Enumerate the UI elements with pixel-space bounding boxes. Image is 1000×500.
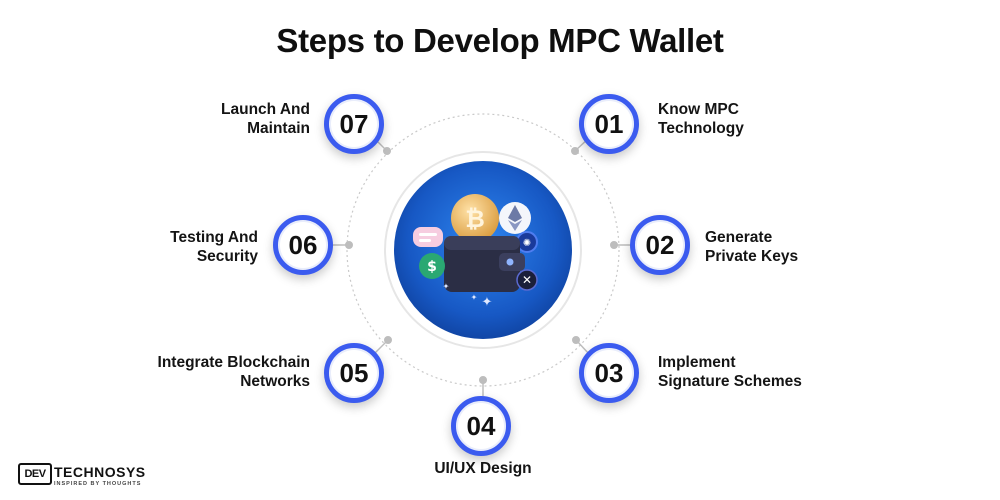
- step-01-label: Know MPC Technology: [658, 100, 838, 138]
- svg-text:✕: ✕: [522, 273, 532, 287]
- step-02-label-line1: Generate: [705, 229, 773, 246]
- step-03-label-line1: Implement: [658, 354, 736, 371]
- page-title: Steps to Develop MPC Wallet: [276, 22, 724, 59]
- wallet-illustration-icon: ₿ ✺ $ ✕ ✦ ✦ ✦: [384, 151, 582, 349]
- step-06-label-line1: Testing And: [170, 229, 258, 246]
- logo-mark: DEV: [18, 463, 52, 485]
- step-07-badge: 07: [324, 94, 384, 154]
- step-02-label-line2: Private Keys: [705, 248, 799, 265]
- svg-text:✦: ✦: [482, 295, 493, 310]
- step-07-label: Launch And Maintain: [130, 100, 310, 138]
- step-01-badge: 01: [579, 94, 639, 154]
- step-03-label: Implement Signature Schemes: [658, 353, 838, 391]
- step-04-badge: 04: [451, 396, 511, 456]
- step-02-badge: 02: [630, 215, 690, 275]
- step-05-label-line2: Networks: [240, 373, 310, 390]
- step-01-label-line2: Technology: [658, 120, 744, 137]
- step-05-label-line1: Integrate Blockchain: [157, 354, 310, 371]
- svg-text:$: $: [427, 259, 437, 275]
- step-06-label: Testing And Security: [78, 228, 258, 266]
- svg-text:✦: ✦: [443, 282, 450, 291]
- step-03-badge: 03: [579, 343, 639, 403]
- step-05-badge: 05: [324, 343, 384, 403]
- step-06-label-line2: Security: [196, 248, 258, 265]
- svg-text:✺: ✺: [523, 238, 531, 249]
- svg-text:✦: ✦: [471, 293, 478, 302]
- step-02-label: Generate Private Keys: [705, 228, 885, 266]
- svg-text:₿: ₿: [465, 205, 485, 233]
- step-07-label-line1: Launch And: [221, 101, 310, 118]
- step-03-label-line2: Signature Schemes: [658, 373, 802, 390]
- logo-name: TECHNOSYS: [54, 464, 146, 480]
- step-04-label-line1: UI/UX Design: [434, 460, 532, 477]
- company-logo: DEV TECHNOSYS INSPIRED BY THOUGHTS: [18, 463, 148, 491]
- step-07-label-line2: Maintain: [247, 120, 310, 137]
- step-01-label-line1: Know MPC: [658, 101, 739, 118]
- logo-tagline: INSPIRED BY THOUGHTS: [54, 481, 142, 487]
- step-04-label: UI/UX Design: [393, 459, 573, 478]
- orbit-ring: [346, 113, 620, 387]
- step-06-badge: 06: [273, 215, 333, 275]
- step-05-label: Integrate Blockchain Networks: [130, 353, 310, 391]
